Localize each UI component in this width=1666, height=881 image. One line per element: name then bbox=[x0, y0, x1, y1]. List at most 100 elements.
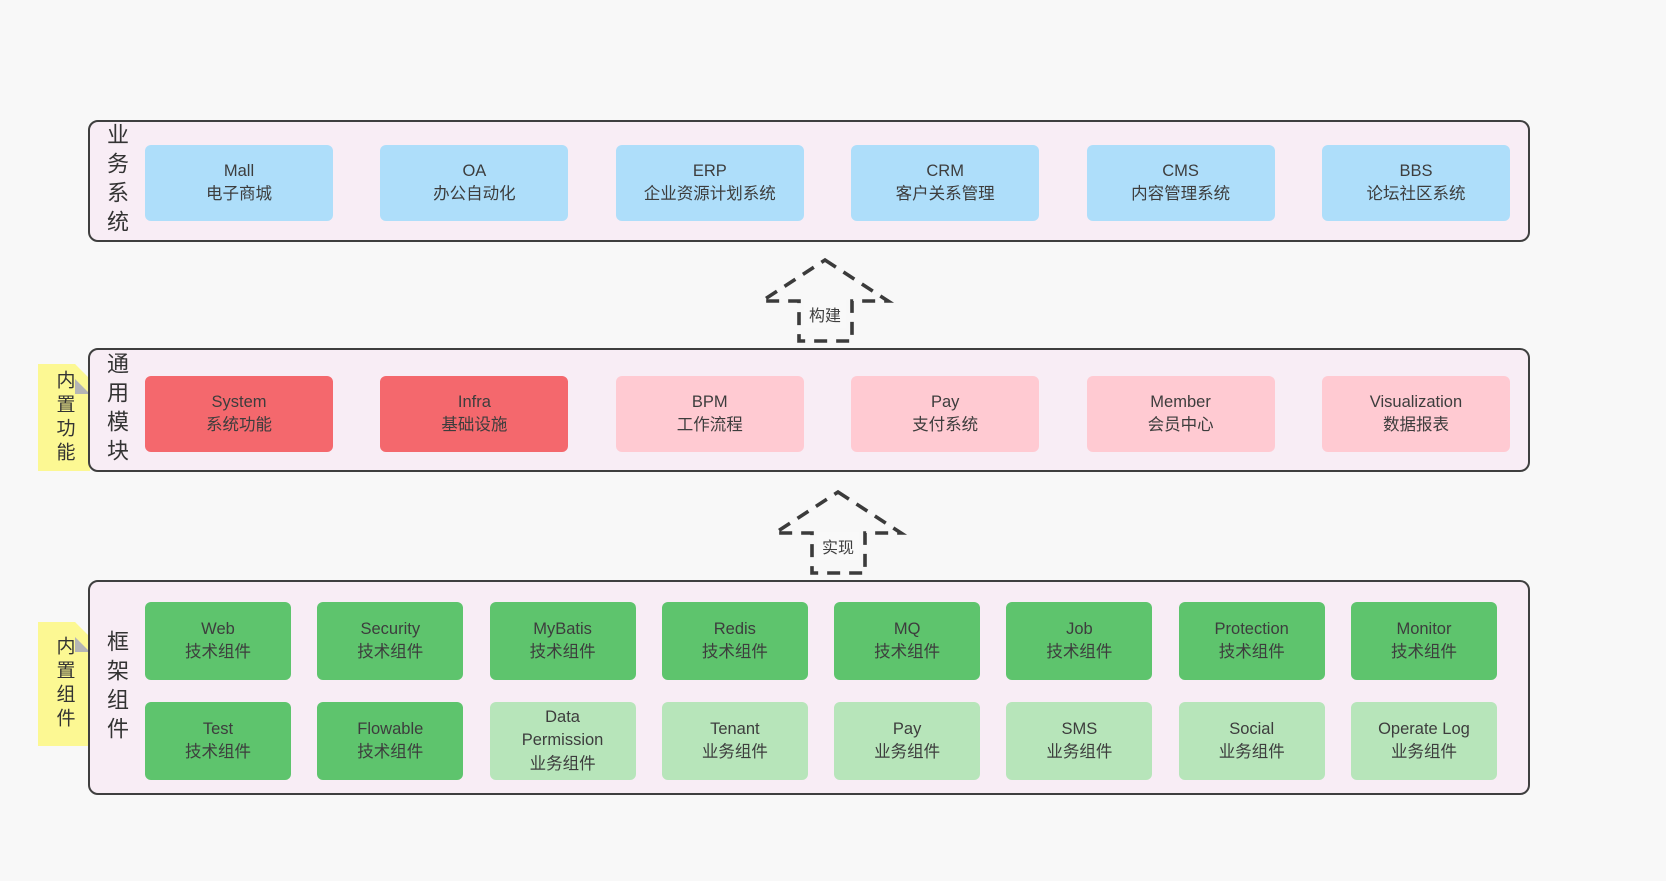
module-box-subtitle: 技术组件 bbox=[357, 643, 424, 661]
up-arrow-icon bbox=[768, 489, 908, 575]
sticky-note-built-in-features: 内置功能 bbox=[38, 364, 90, 471]
module-box-name: Web bbox=[201, 619, 235, 638]
module-box-name: Mall bbox=[223, 161, 255, 180]
module-box-subtitle: 技术组件 bbox=[701, 643, 768, 661]
up-arrow-icon bbox=[755, 257, 895, 343]
module-box: BBS 论坛社区系统 bbox=[1321, 145, 1510, 221]
dashed-up-arrow-build: 构建 bbox=[755, 254, 895, 344]
module-box-subtitle: 技术组件 bbox=[529, 643, 596, 661]
module-box-subtitle: 业务组件 bbox=[1390, 743, 1457, 761]
module-box-subtitle: 企业资源计划系统 bbox=[643, 185, 776, 203]
module-box: Visualization 数据报表 bbox=[1321, 376, 1510, 452]
module-box-name: Pay bbox=[930, 392, 960, 411]
module-box: Mall 电子商城 bbox=[145, 145, 333, 221]
module-box: ERP 企业资源计划系统 bbox=[615, 145, 804, 221]
module-box: Job 技术组件 bbox=[1006, 602, 1153, 680]
module-box-name: CMS bbox=[1162, 161, 1199, 180]
arrow-label-build: 构建 bbox=[803, 300, 847, 328]
sticky-fold-icon bbox=[75, 364, 90, 394]
module-box: MQ 技术组件 bbox=[834, 602, 981, 680]
module-row: Mall 电子商城 OA 办公自动化 ERP 企业资源计划系统 CRM 客户关系管理 CMS 内容… bbox=[145, 145, 1510, 221]
module-box-name: CRM bbox=[926, 161, 964, 180]
module-box-subtitle: 技术组件 bbox=[185, 643, 251, 661]
module-box-name: Pay bbox=[892, 719, 922, 738]
module-box: OA 办公自动化 bbox=[380, 145, 569, 221]
module-box-subtitle: 技术组件 bbox=[1046, 643, 1113, 661]
module-box-subtitle: 业务组件 bbox=[874, 743, 941, 761]
module-box-name: Data Permission bbox=[521, 708, 604, 750]
module-box-name: System bbox=[211, 392, 267, 411]
module-box-subtitle: 业务组件 bbox=[1046, 743, 1113, 761]
module-box-name: MyBatis bbox=[533, 619, 592, 638]
module-box-subtitle: 支付系统 bbox=[912, 416, 979, 434]
panel-business-systems: 业务系统 Mall 电子商城 OA 办公自动化 ERP 企业资源计划系统 CRM 客户关系管理… bbox=[88, 120, 1530, 242]
module-box: Protection 技术组件 bbox=[1178, 602, 1325, 680]
sticky-built-in-components-label: 内置组件 bbox=[53, 636, 75, 732]
module-box: Infra 基础设施 bbox=[380, 376, 569, 452]
module-box: Flowable 技术组件 bbox=[317, 702, 464, 780]
module-box-name: Visualization bbox=[1369, 392, 1463, 411]
module-box-name: Infra bbox=[457, 392, 491, 411]
module-box-subtitle: 业务组件 bbox=[1218, 743, 1285, 761]
module-box-name: MQ bbox=[893, 619, 921, 638]
module-box: Data Permission 业务组件 bbox=[489, 702, 636, 780]
module-box-subtitle: 电子商城 bbox=[206, 185, 272, 203]
module-box-subtitle: 技术组件 bbox=[185, 743, 251, 761]
module-box-name: Job bbox=[1066, 619, 1093, 638]
module-box-subtitle: 技术组件 bbox=[1218, 643, 1285, 661]
module-box-name: Monitor bbox=[1396, 619, 1452, 638]
module-box-subtitle: 技术组件 bbox=[874, 643, 941, 661]
module-box-name: Operate Log bbox=[1378, 719, 1470, 738]
module-box-subtitle: 内容管理系统 bbox=[1131, 185, 1231, 203]
module-box-name: BBS bbox=[1399, 161, 1433, 180]
module-box-subtitle: 数据报表 bbox=[1382, 416, 1449, 434]
module-box-subtitle: 业务组件 bbox=[701, 743, 768, 761]
module-box-subtitle: 工作流程 bbox=[676, 416, 743, 434]
module-box: Social 业务组件 bbox=[1178, 702, 1325, 780]
module-box: Redis 技术组件 bbox=[661, 602, 808, 680]
module-box-name: Member bbox=[1150, 392, 1211, 411]
module-box: MyBatis 技术组件 bbox=[489, 602, 636, 680]
module-box-name: Protection bbox=[1214, 619, 1289, 638]
module-box: CRM 客户关系管理 bbox=[851, 145, 1040, 221]
module-box-subtitle: 业务组件 bbox=[529, 754, 596, 773]
module-box: Tenant 业务组件 bbox=[661, 702, 808, 780]
module-box-name: SMS bbox=[1061, 719, 1098, 738]
module-box: Monitor 技术组件 bbox=[1350, 602, 1497, 680]
module-box-subtitle: 技术组件 bbox=[1390, 643, 1457, 661]
panel-common-modules-label: 通用模块 bbox=[104, 352, 129, 468]
module-box-subtitle: 客户关系管理 bbox=[895, 185, 995, 203]
sticky-note-built-in-components: 内置组件 bbox=[38, 622, 90, 746]
module-box-name: ERP bbox=[692, 161, 727, 180]
module-box: Operate Log 业务组件 bbox=[1350, 702, 1497, 780]
sticky-built-in-features-label: 内置功能 bbox=[53, 369, 75, 466]
module-box-subtitle: 基础设施 bbox=[441, 416, 508, 434]
module-box: CMS 内容管理系统 bbox=[1086, 145, 1275, 221]
module-box: BPM 工作流程 bbox=[615, 376, 804, 452]
module-box-name: BPM bbox=[691, 392, 728, 411]
module-box-name: Social bbox=[1229, 719, 1275, 738]
module-box: Pay 业务组件 bbox=[834, 702, 981, 780]
arrow-label-implement: 实现 bbox=[816, 532, 860, 560]
module-box-subtitle: 论坛社区系统 bbox=[1366, 185, 1466, 203]
module-box-name: OA bbox=[462, 161, 487, 180]
panel-business-systems-label: 业务系统 bbox=[104, 123, 129, 239]
module-box-name: Tenant bbox=[710, 719, 760, 738]
module-box: Web 技术组件 bbox=[145, 602, 291, 680]
module-box-subtitle: 技术组件 bbox=[357, 743, 424, 761]
panel-framework-components-label: 框架组件 bbox=[104, 629, 129, 746]
module-box-name: Flowable bbox=[357, 719, 424, 738]
module-box-name: Redis bbox=[713, 619, 756, 638]
module-box: Pay 支付系统 bbox=[851, 376, 1040, 452]
module-box-subtitle: 办公自动化 bbox=[433, 185, 516, 203]
module-box: SMS 业务组件 bbox=[1006, 702, 1153, 780]
